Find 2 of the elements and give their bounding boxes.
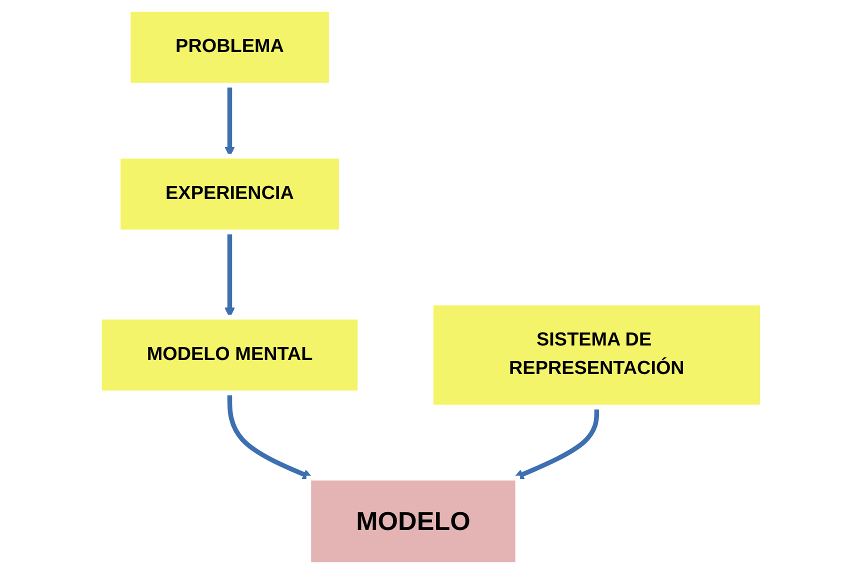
arrow <box>513 407 599 480</box>
arrow <box>226 392 313 480</box>
